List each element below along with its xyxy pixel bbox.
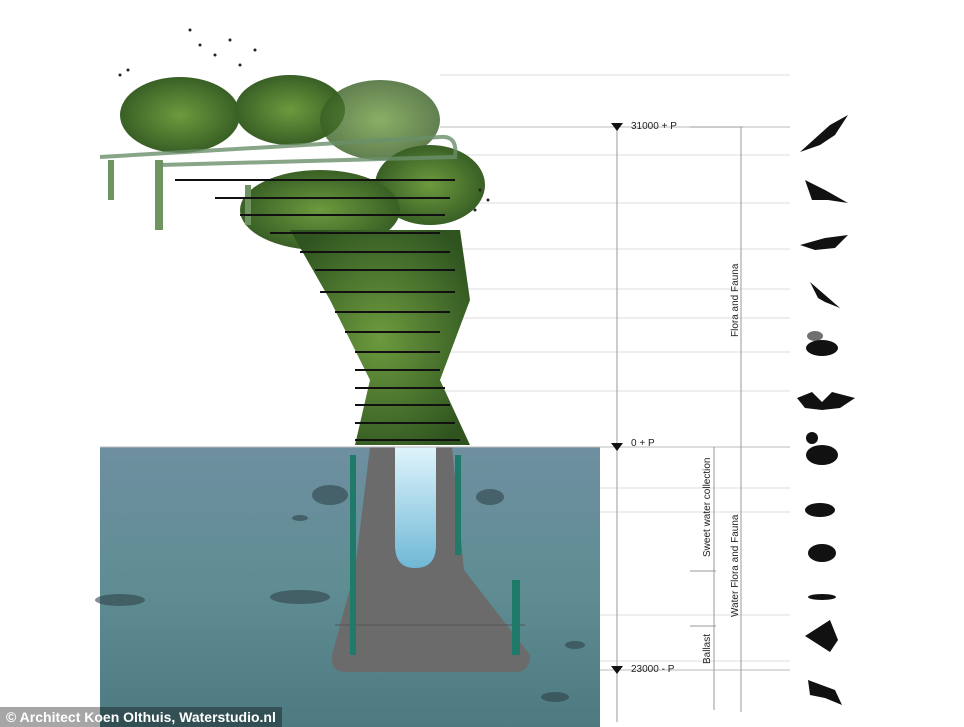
fish-school bbox=[95, 485, 585, 702]
dimension-lines bbox=[616, 126, 743, 722]
angelfish-icon bbox=[805, 620, 838, 652]
small-fish-icon bbox=[808, 594, 836, 600]
hawk-icon bbox=[800, 235, 848, 250]
sweet-water-capsule bbox=[395, 447, 436, 568]
fauna-icons bbox=[797, 115, 855, 705]
zone-label-ballast: Ballast bbox=[702, 634, 713, 664]
level-label-top: 31000 + P bbox=[631, 121, 677, 132]
zone-label-water-flora-fauna: Water Flora and Fauna bbox=[730, 514, 741, 617]
tower-floor-slabs bbox=[99, 134, 460, 441]
duck-icon bbox=[806, 432, 838, 465]
hull-seaweed bbox=[350, 455, 520, 655]
zone-label-flora-fauna: Flora and Fauna bbox=[730, 263, 741, 337]
level-marker-icon bbox=[611, 666, 623, 674]
level-marker-icon bbox=[611, 123, 623, 131]
bat-icon bbox=[797, 392, 855, 410]
pike-icon bbox=[808, 680, 842, 705]
level-label-waterline: 0 + P bbox=[631, 438, 655, 449]
zone-label-sweet-water: Sweet water collection bbox=[702, 458, 713, 558]
swallow-icon bbox=[810, 282, 840, 308]
grouper-icon bbox=[808, 544, 836, 562]
level-guide-lines bbox=[440, 74, 790, 662]
level-marker-icon bbox=[611, 443, 623, 451]
eagle-icon bbox=[800, 115, 848, 152]
tree-tower-foliage bbox=[108, 75, 485, 445]
level-markers bbox=[611, 123, 623, 674]
pelican-icon bbox=[805, 180, 848, 203]
level-label-bottom: 23000 - P bbox=[631, 664, 675, 675]
photo-credit: © Architect Koen Olthuis, Waterstudio.nl bbox=[0, 707, 282, 727]
fish-icon bbox=[805, 503, 835, 517]
bird-flock bbox=[118, 28, 490, 212]
bee-icon bbox=[806, 331, 838, 356]
